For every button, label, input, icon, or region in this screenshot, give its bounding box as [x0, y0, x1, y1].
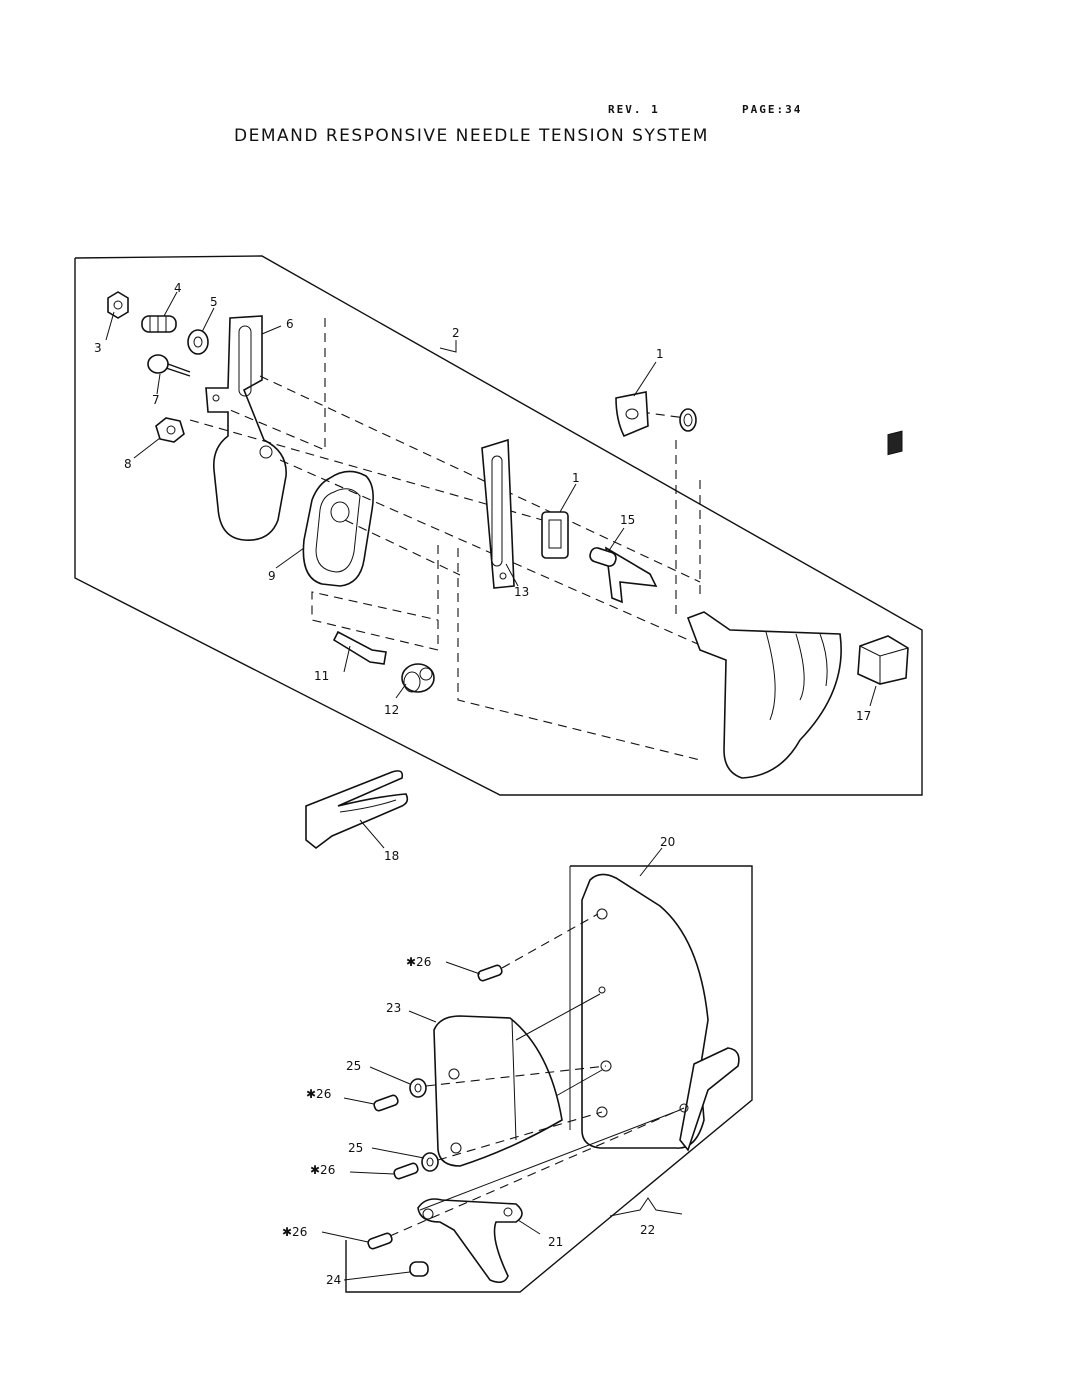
hex-nut-3 [107, 291, 129, 319]
callout-7: 7 [152, 393, 160, 407]
callout-3: 3 [94, 341, 102, 355]
diagram-title: DEMAND RESPONSIVE NEEDLE TENSION SYSTEM [234, 126, 709, 146]
hex-nut-8 [155, 417, 185, 443]
callout-6: 6 [286, 317, 294, 331]
lower-assembly [345, 865, 753, 1293]
callout-1-upper: 1 [656, 347, 664, 361]
bracket-plate-6 [205, 315, 287, 541]
screw-26-mid [373, 1094, 399, 1112]
clip-1-upper [615, 391, 649, 438]
machine-body [686, 611, 842, 779]
leader-lines [105, 291, 877, 1281]
slotted-bar-13 [481, 438, 515, 589]
callout-labels: 3 4 5 6 2 7 8 9 1 1 15 13 11 12 17 18 20… [94, 281, 871, 1287]
screw-26-low [393, 1162, 419, 1180]
callout-24: 24 [326, 1273, 341, 1287]
callout-21: 21 [548, 1235, 563, 1249]
plate-23 [433, 1015, 563, 1167]
callout-12: 12 [384, 703, 399, 717]
callout-18: 18 [384, 849, 399, 863]
callout-1-lower: 1 [572, 471, 580, 485]
callout-25-b: 25 [348, 1141, 363, 1155]
callout-15: 15 [620, 513, 635, 527]
clip-1-lower [541, 511, 569, 559]
callout-26-c: ✱26 [310, 1163, 335, 1177]
callout-5: 5 [210, 295, 218, 309]
callout-8: 8 [124, 457, 132, 471]
upper-assembly-outline [74, 255, 923, 796]
pin-11 [332, 630, 387, 665]
cube-17 [857, 430, 909, 685]
screw-7 [147, 354, 191, 377]
callout-26-a: ✱26 [406, 955, 431, 969]
angle-pin-15 [589, 546, 658, 604]
callout-9: 9 [268, 569, 276, 583]
callout-11: 11 [314, 669, 329, 683]
washer-25-upper [409, 1078, 427, 1098]
callout-17: 17 [856, 709, 871, 723]
spring-12 [401, 663, 435, 693]
ring [679, 408, 697, 432]
lever-21 [417, 1198, 523, 1284]
rivet-24 [409, 1261, 429, 1277]
callout-4: 4 [174, 281, 182, 295]
callout-20: 20 [660, 835, 675, 849]
revision-label: REV. 1 [608, 103, 660, 116]
tension-plate-9 [302, 470, 374, 587]
plate-20 [581, 873, 740, 1152]
upper-parts [107, 291, 909, 850]
fork-18 [305, 770, 409, 850]
spring-4 [141, 315, 177, 333]
callout-13: 13 [514, 585, 529, 599]
callout-22: 22 [640, 1223, 655, 1237]
callout-25-a: 25 [346, 1059, 361, 1073]
callout-2: 2 [452, 326, 460, 340]
washer-5 [187, 329, 209, 355]
page-number: PAGE:34 [742, 103, 803, 116]
screw-26-bottom [367, 1232, 393, 1250]
callout-26-b: ✱26 [306, 1087, 331, 1101]
washer-25-lower [421, 1152, 439, 1172]
callout-26-d: ✱26 [282, 1225, 307, 1239]
screw-26-top [477, 964, 503, 982]
callout-23: 23 [386, 1001, 401, 1015]
